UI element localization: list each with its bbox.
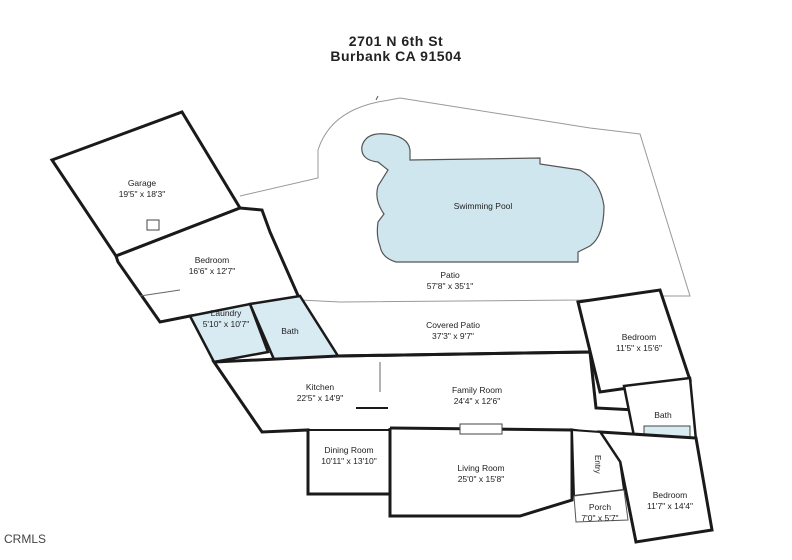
room-name: Bedroom [652, 490, 688, 500]
laundry-walls [188, 302, 270, 364]
pool-label: Swimming Pool [454, 201, 513, 212]
room-name: Bath [281, 326, 299, 336]
room-dims: 10'11" x 13'10" [321, 456, 377, 466]
room-dims: 57'8" x 35'1" [426, 281, 474, 291]
living-room-label: Living Room 25'0" x 15'8" [457, 463, 504, 485]
porch-outline [573, 489, 629, 523]
room-name: Porch [588, 502, 612, 512]
room-name: Kitchen [305, 382, 335, 392]
bedroom2-label: Bedroom 11'5" x 15'6" [616, 332, 662, 354]
room-name: Bedroom [194, 255, 230, 265]
bedroom3-label: Bedroom 11'7" x 14'4" [647, 490, 693, 512]
room-name: Dining Room [324, 445, 374, 455]
address-line2: Burbank CA 91504 [330, 48, 462, 64]
address-line1: 2701 N 6th St [348, 33, 444, 49]
entry-walls [570, 428, 626, 498]
watermark: CRMLS [4, 532, 47, 546]
room-dims: 11'5" x 15'6" [616, 343, 662, 353]
room-dims: 19'5" x 18'3" [118, 189, 166, 199]
room-dims: 16'6" x 12'7" [188, 266, 236, 276]
garage-label: Garage 19'5" x 18'3" [119, 178, 166, 200]
bedroom1-label: Bedroom 16'6" x 12'7" [189, 255, 236, 277]
property-outline [239, 97, 691, 303]
room-dims: 11'7" x 14'4" [647, 501, 693, 511]
room-name: Family Room [451, 385, 503, 395]
entry-label: Entry [593, 455, 602, 474]
room-name: Bath [654, 410, 672, 420]
room-dims: 25'0" x 15'8" [457, 474, 505, 484]
room-dims: 22'5" x 14'9" [296, 393, 344, 403]
swimming-pool [361, 133, 605, 263]
room-dims: 5'10" x 10'7" [202, 319, 250, 329]
patio-label: Patio 57'8" x 35'1" [427, 270, 474, 292]
room-name: Laundry [210, 308, 242, 318]
covered-patio-label: Covered Patio 37'3" x 9'7" [426, 320, 480, 342]
room-dims: 24'4" x 12'6" [453, 396, 501, 406]
house-main-walls [211, 350, 642, 518]
room-name: Covered Patio [426, 320, 480, 330]
room-name: Swimming Pool [453, 201, 513, 211]
room-dims: 7'0" x 5'7" [581, 513, 619, 523]
bath2-label: Bath [654, 410, 672, 421]
room-name: Patio [440, 270, 460, 280]
bath1-label: Bath [281, 326, 299, 337]
dining-room-label: Dining Room 10'11" x 13'10" [321, 445, 376, 467]
room-dims: 37'3" x 9'7" [432, 331, 474, 341]
room-name: Bedroom [621, 332, 657, 342]
kitchen-label: Kitchen 22'5" x 14'9" [297, 382, 344, 404]
laundry-label: Laundry 5'10" x 10'7" [203, 308, 250, 330]
room-name: Garage [127, 178, 157, 188]
porch-label: Porch 7'0" x 5'7" [581, 502, 618, 524]
room-name: Living Room [457, 463, 505, 473]
family-room-label: Family Room 24'4" x 12'6" [452, 385, 502, 407]
